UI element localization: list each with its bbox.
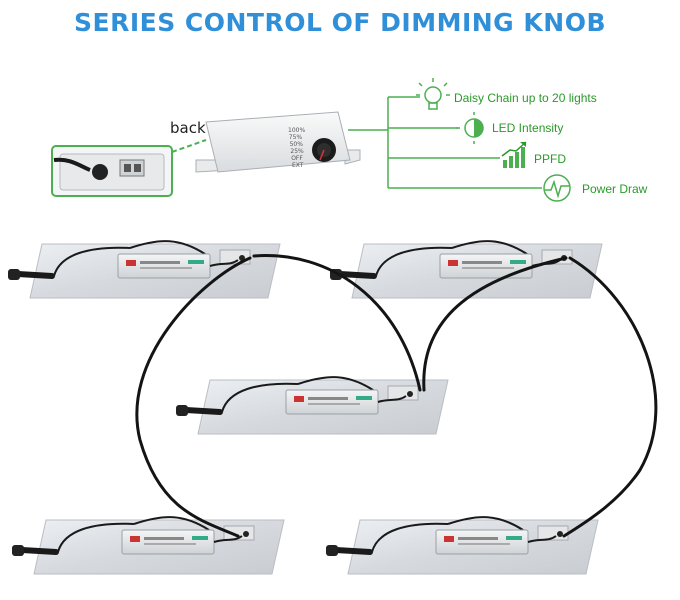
knob-level-label: OFF bbox=[291, 155, 303, 162]
knob-level-label: 50% bbox=[290, 141, 304, 148]
feature-power-draw: Power Draw bbox=[582, 182, 648, 196]
light-panel-middle bbox=[176, 377, 448, 434]
knob-level-label: 25% bbox=[290, 148, 304, 155]
feature-led-intensity: LED Intensity bbox=[492, 121, 564, 135]
knob-level-label: 100% bbox=[288, 127, 305, 134]
feature-ppfd: PPFD bbox=[534, 152, 567, 166]
back-label: back bbox=[170, 119, 206, 137]
light-panel-bottom-right bbox=[326, 517, 598, 574]
ppfd-chart-icon bbox=[501, 141, 527, 168]
feature-connectors bbox=[348, 96, 542, 189]
bulb-icon bbox=[416, 78, 450, 110]
page-title: SERIES CONTROL OF DIMMING KNOB bbox=[73, 8, 607, 37]
dimmer-back-view bbox=[51, 145, 173, 197]
knob-level-label: 75% bbox=[289, 134, 303, 141]
back-pointer bbox=[171, 139, 207, 153]
daisy-chain-cables bbox=[135, 254, 658, 538]
knob-level-label: EXT bbox=[292, 162, 304, 169]
intensity-icon bbox=[456, 112, 484, 144]
light-panel-top-left bbox=[8, 241, 280, 298]
feature-daisy-chain: Daisy Chain up to 20 lights bbox=[454, 91, 597, 105]
power-pulse-icon bbox=[543, 174, 571, 202]
light-panel-bottom-left bbox=[12, 517, 284, 574]
light-panel-top-right bbox=[330, 241, 602, 298]
